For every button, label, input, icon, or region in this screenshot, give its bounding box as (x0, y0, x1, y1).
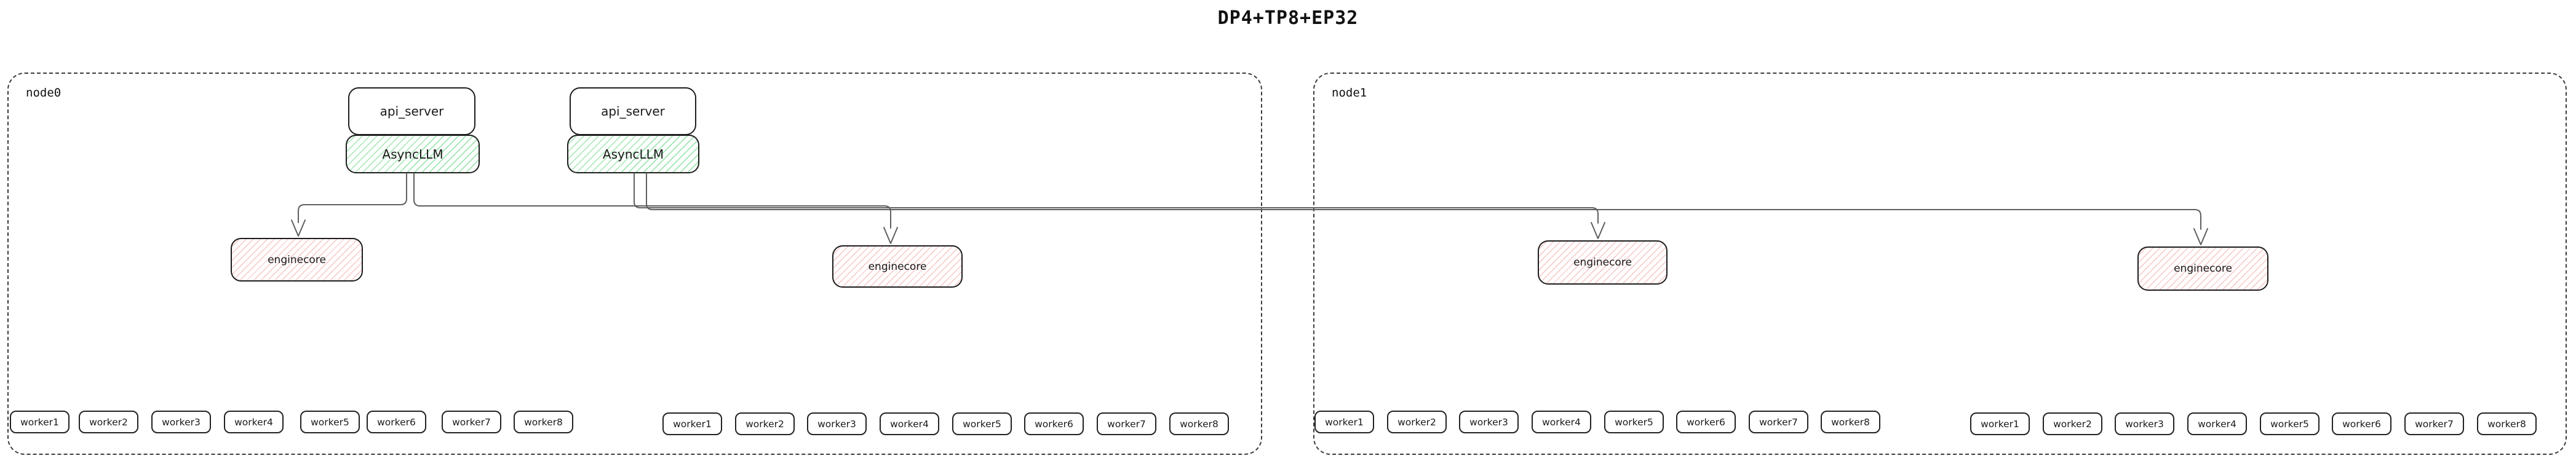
worker-box: worker6 (367, 411, 426, 433)
node1-container: node1 (1313, 73, 2567, 455)
asyncllm-box-2: AsyncLLM (567, 135, 699, 173)
worker-box: worker3 (807, 412, 867, 435)
worker-box: worker3 (2115, 412, 2174, 435)
node1-label: node1 (1332, 86, 1367, 100)
worker-box: worker5 (952, 412, 1012, 435)
node0-container: node0 (7, 73, 1262, 455)
worker-box: worker2 (735, 412, 795, 435)
worker-box: worker3 (151, 411, 211, 433)
worker-box: worker4 (880, 412, 939, 435)
worker-box: worker5 (300, 411, 360, 433)
enginecore-box-1: enginecore (231, 238, 363, 282)
node0-label: node0 (26, 86, 62, 100)
worker-box: worker4 (224, 411, 284, 433)
worker-box: worker1 (10, 411, 70, 433)
worker-box: worker1 (1970, 412, 2030, 435)
worker-box: worker7 (1749, 411, 1808, 433)
worker-box: worker6 (1024, 412, 1084, 435)
worker-box: worker2 (2043, 412, 2102, 435)
worker-box: worker8 (514, 411, 573, 433)
worker-box: worker6 (1676, 411, 1736, 433)
worker-box: worker1 (662, 412, 722, 435)
worker-box: worker2 (79, 411, 138, 433)
worker-box: worker1 (1314, 411, 1374, 433)
api-server-box-2: api_server (570, 87, 696, 135)
worker-box: worker2 (1387, 411, 1447, 433)
worker-box: worker4 (1532, 411, 1591, 433)
worker-box: worker3 (1459, 411, 1519, 433)
asyncllm-box-1: AsyncLLM (346, 135, 480, 173)
worker-box: worker7 (442, 411, 501, 433)
enginecore-box-3: enginecore (1538, 240, 1668, 285)
worker-box: worker7 (1097, 412, 1156, 435)
diagram-title: DP4+TP8+EP32 (1217, 7, 1359, 29)
enginecore-box-4: enginecore (2137, 246, 2268, 291)
worker-box: worker4 (2187, 412, 2247, 435)
api-server-box-1: api_server (348, 87, 475, 135)
worker-box: worker8 (1169, 412, 1229, 435)
worker-box: worker5 (1604, 411, 1664, 433)
worker-box: worker8 (1821, 411, 1880, 433)
worker-box: worker5 (2260, 412, 2320, 435)
worker-box: worker8 (2477, 412, 2537, 435)
enginecore-box-2: enginecore (832, 245, 963, 288)
worker-box: worker7 (2404, 412, 2464, 435)
worker-box: worker6 (2332, 412, 2391, 435)
